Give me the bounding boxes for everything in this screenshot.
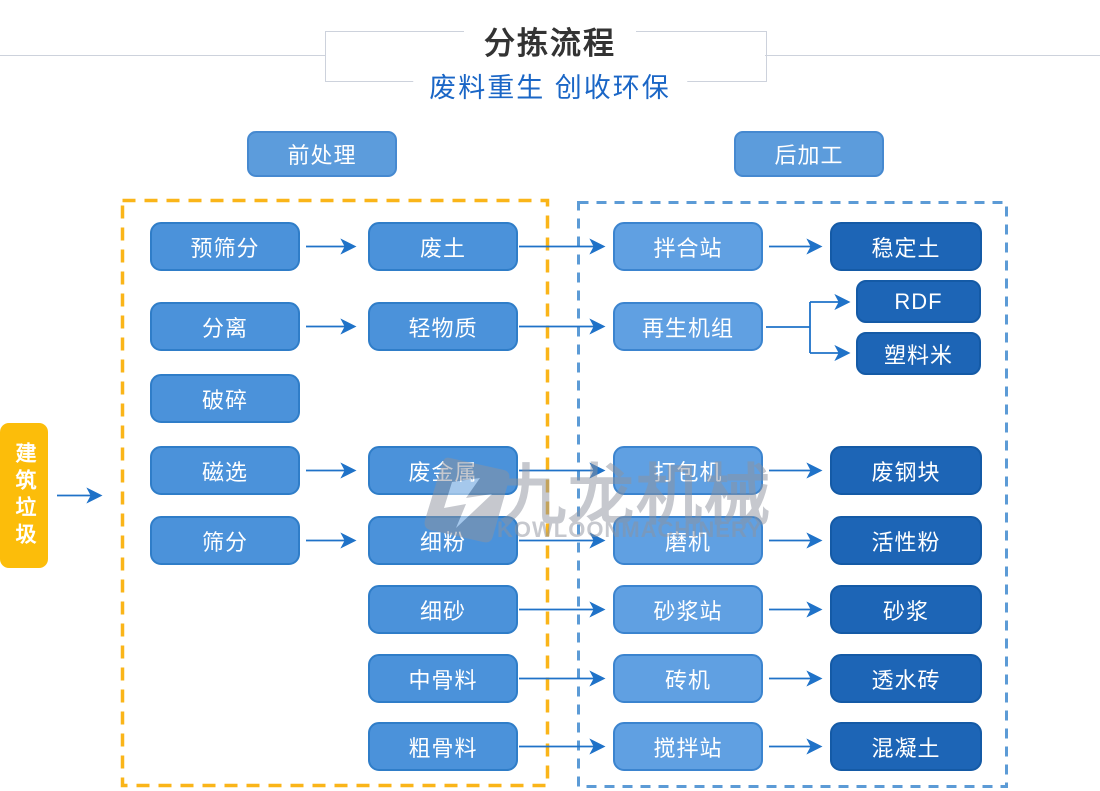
node-mortar-plant: 砂浆站 [613, 585, 763, 634]
node-waste-metal: 废金属 [368, 446, 518, 495]
node-mortar: 砂浆 [830, 585, 982, 634]
node-fine-powder: 细粉 [368, 516, 518, 565]
node-pre-screening: 预筛分 [150, 222, 300, 271]
node-regeneration-unit: 再生机组 [613, 302, 763, 351]
fork-connector [766, 302, 811, 353]
node-light-material: 轻物质 [368, 302, 518, 351]
node-separation: 分离 [150, 302, 300, 351]
node-mixing-plant: 拌合站 [613, 222, 763, 271]
node-permeable-brick: 透水砖 [830, 654, 982, 703]
node-fine-sand: 细砂 [368, 585, 518, 634]
postprocessing-dashed-box [577, 201, 1008, 788]
page-subtitle: 废料重生 创收环保 [413, 66, 687, 105]
node-concrete: 混凝土 [830, 722, 982, 771]
page-title: 分拣流程 [464, 18, 636, 63]
node-scrap-steel: 废钢块 [830, 446, 982, 495]
node-construction-waste: 建筑垃圾 [0, 423, 48, 568]
node-active-powder: 活性粉 [830, 516, 982, 565]
node-mill: 磨机 [613, 516, 763, 565]
node-magnetic-separation: 磁选 [150, 446, 300, 495]
section-label-postprocessing: 后加工 [734, 131, 884, 177]
section-label-pretreatment: 前处理 [247, 131, 397, 177]
header-rule-right [765, 55, 1100, 56]
node-plastic-pellets: 塑料米 [856, 332, 981, 375]
node-brick-machine: 砖机 [613, 654, 763, 703]
header-rule-left [0, 55, 325, 56]
node-medium-aggregate: 中骨料 [368, 654, 518, 703]
node-crushing: 破碎 [150, 374, 300, 423]
node-screening: 筛分 [150, 516, 300, 565]
node-waste-soil: 废土 [368, 222, 518, 271]
flow-arrows [57, 238, 851, 755]
node-stabilized-soil: 稳定土 [830, 222, 982, 271]
node-stirring-plant: 搅拌站 [613, 722, 763, 771]
node-rdf: RDF [856, 280, 981, 323]
node-coarse-aggregate: 粗骨料 [368, 722, 518, 771]
node-baler: 打包机 [613, 446, 763, 495]
pretreatment-dashed-box [120, 198, 550, 788]
